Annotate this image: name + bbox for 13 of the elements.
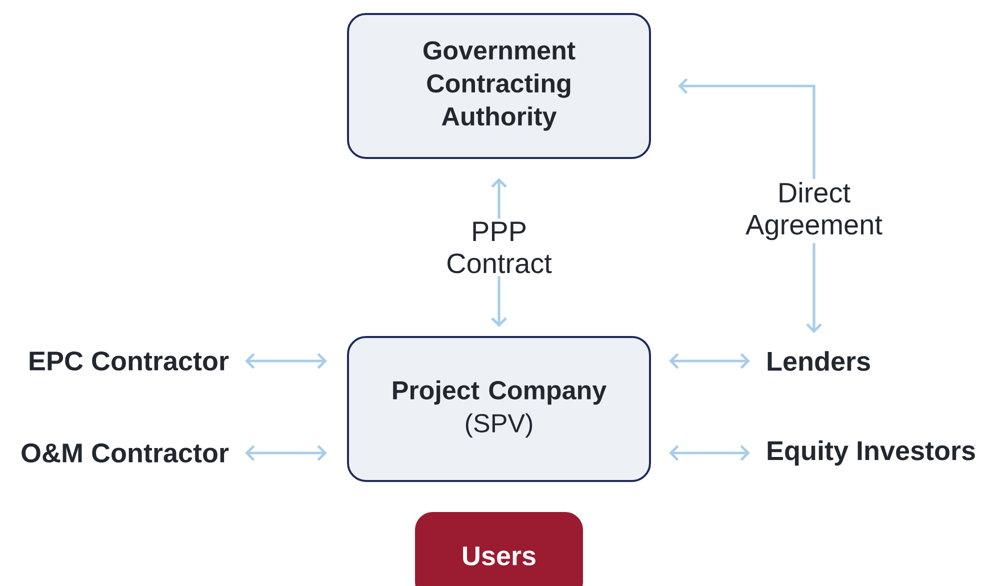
edge-label: Direct Agreement: [726, 179, 902, 244]
party-label: EPC Contractor: [30, 351, 229, 371]
party-label: O&M Contractor: [22, 443, 229, 463]
party-label: Equity Investors: [768, 440, 975, 466]
arrow: [669, 353, 750, 369]
arrow: [669, 445, 750, 461]
arrow: [245, 353, 327, 369]
edge-label: PPP Contract: [431, 218, 567, 276]
party-label: Lenders: [768, 351, 870, 371]
users-box: Users: [415, 512, 583, 586]
process-box: Project Company (SPV): [347, 336, 651, 482]
arrow: [245, 445, 327, 461]
process-box: Government Contracting Authority: [347, 13, 651, 159]
